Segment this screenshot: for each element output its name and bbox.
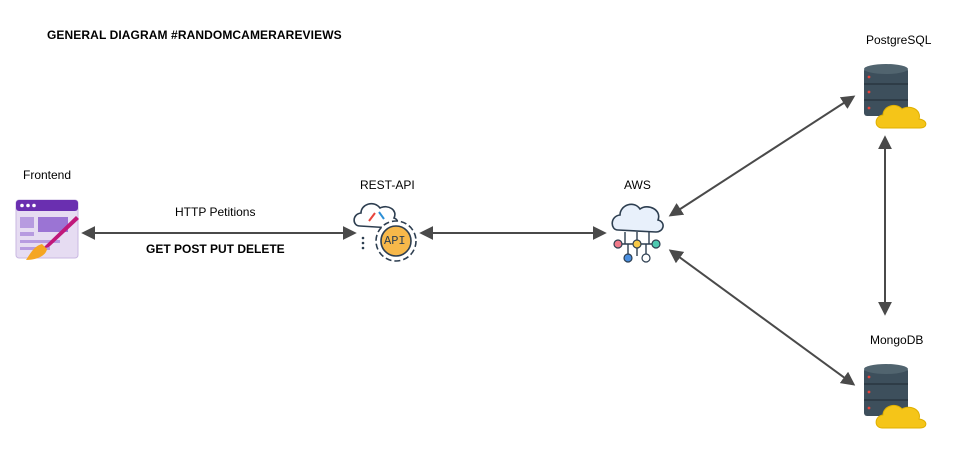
database-cloud-icon-postgres	[864, 64, 927, 129]
node-label-rest-api: REST-API	[360, 178, 415, 192]
node-label-aws: AWS	[624, 178, 651, 192]
node-label-mongodb: MongoDB	[870, 333, 924, 347]
node-label-frontend: Frontend	[23, 168, 72, 182]
edge-aws-postgres	[668, 95, 856, 217]
web-design-icon	[15, 199, 79, 260]
edge-aws-mongodb	[668, 249, 856, 386]
api-badge-text: API	[384, 234, 406, 248]
edge-label-http-petitions: HTTP Petitions	[175, 205, 256, 219]
edge-label-http-methods: GET POST PUT DELETE	[146, 242, 285, 256]
diagram-title: GENERAL DIAGRAM #RANDOMCAMERAREVIEWS	[47, 28, 342, 42]
database-cloud-icon-mongodb	[864, 364, 927, 429]
api-gear-cloud-icon	[353, 202, 417, 262]
cloud-network-icon	[611, 203, 664, 263]
node-label-postgresql: PostgreSQL	[866, 33, 932, 47]
